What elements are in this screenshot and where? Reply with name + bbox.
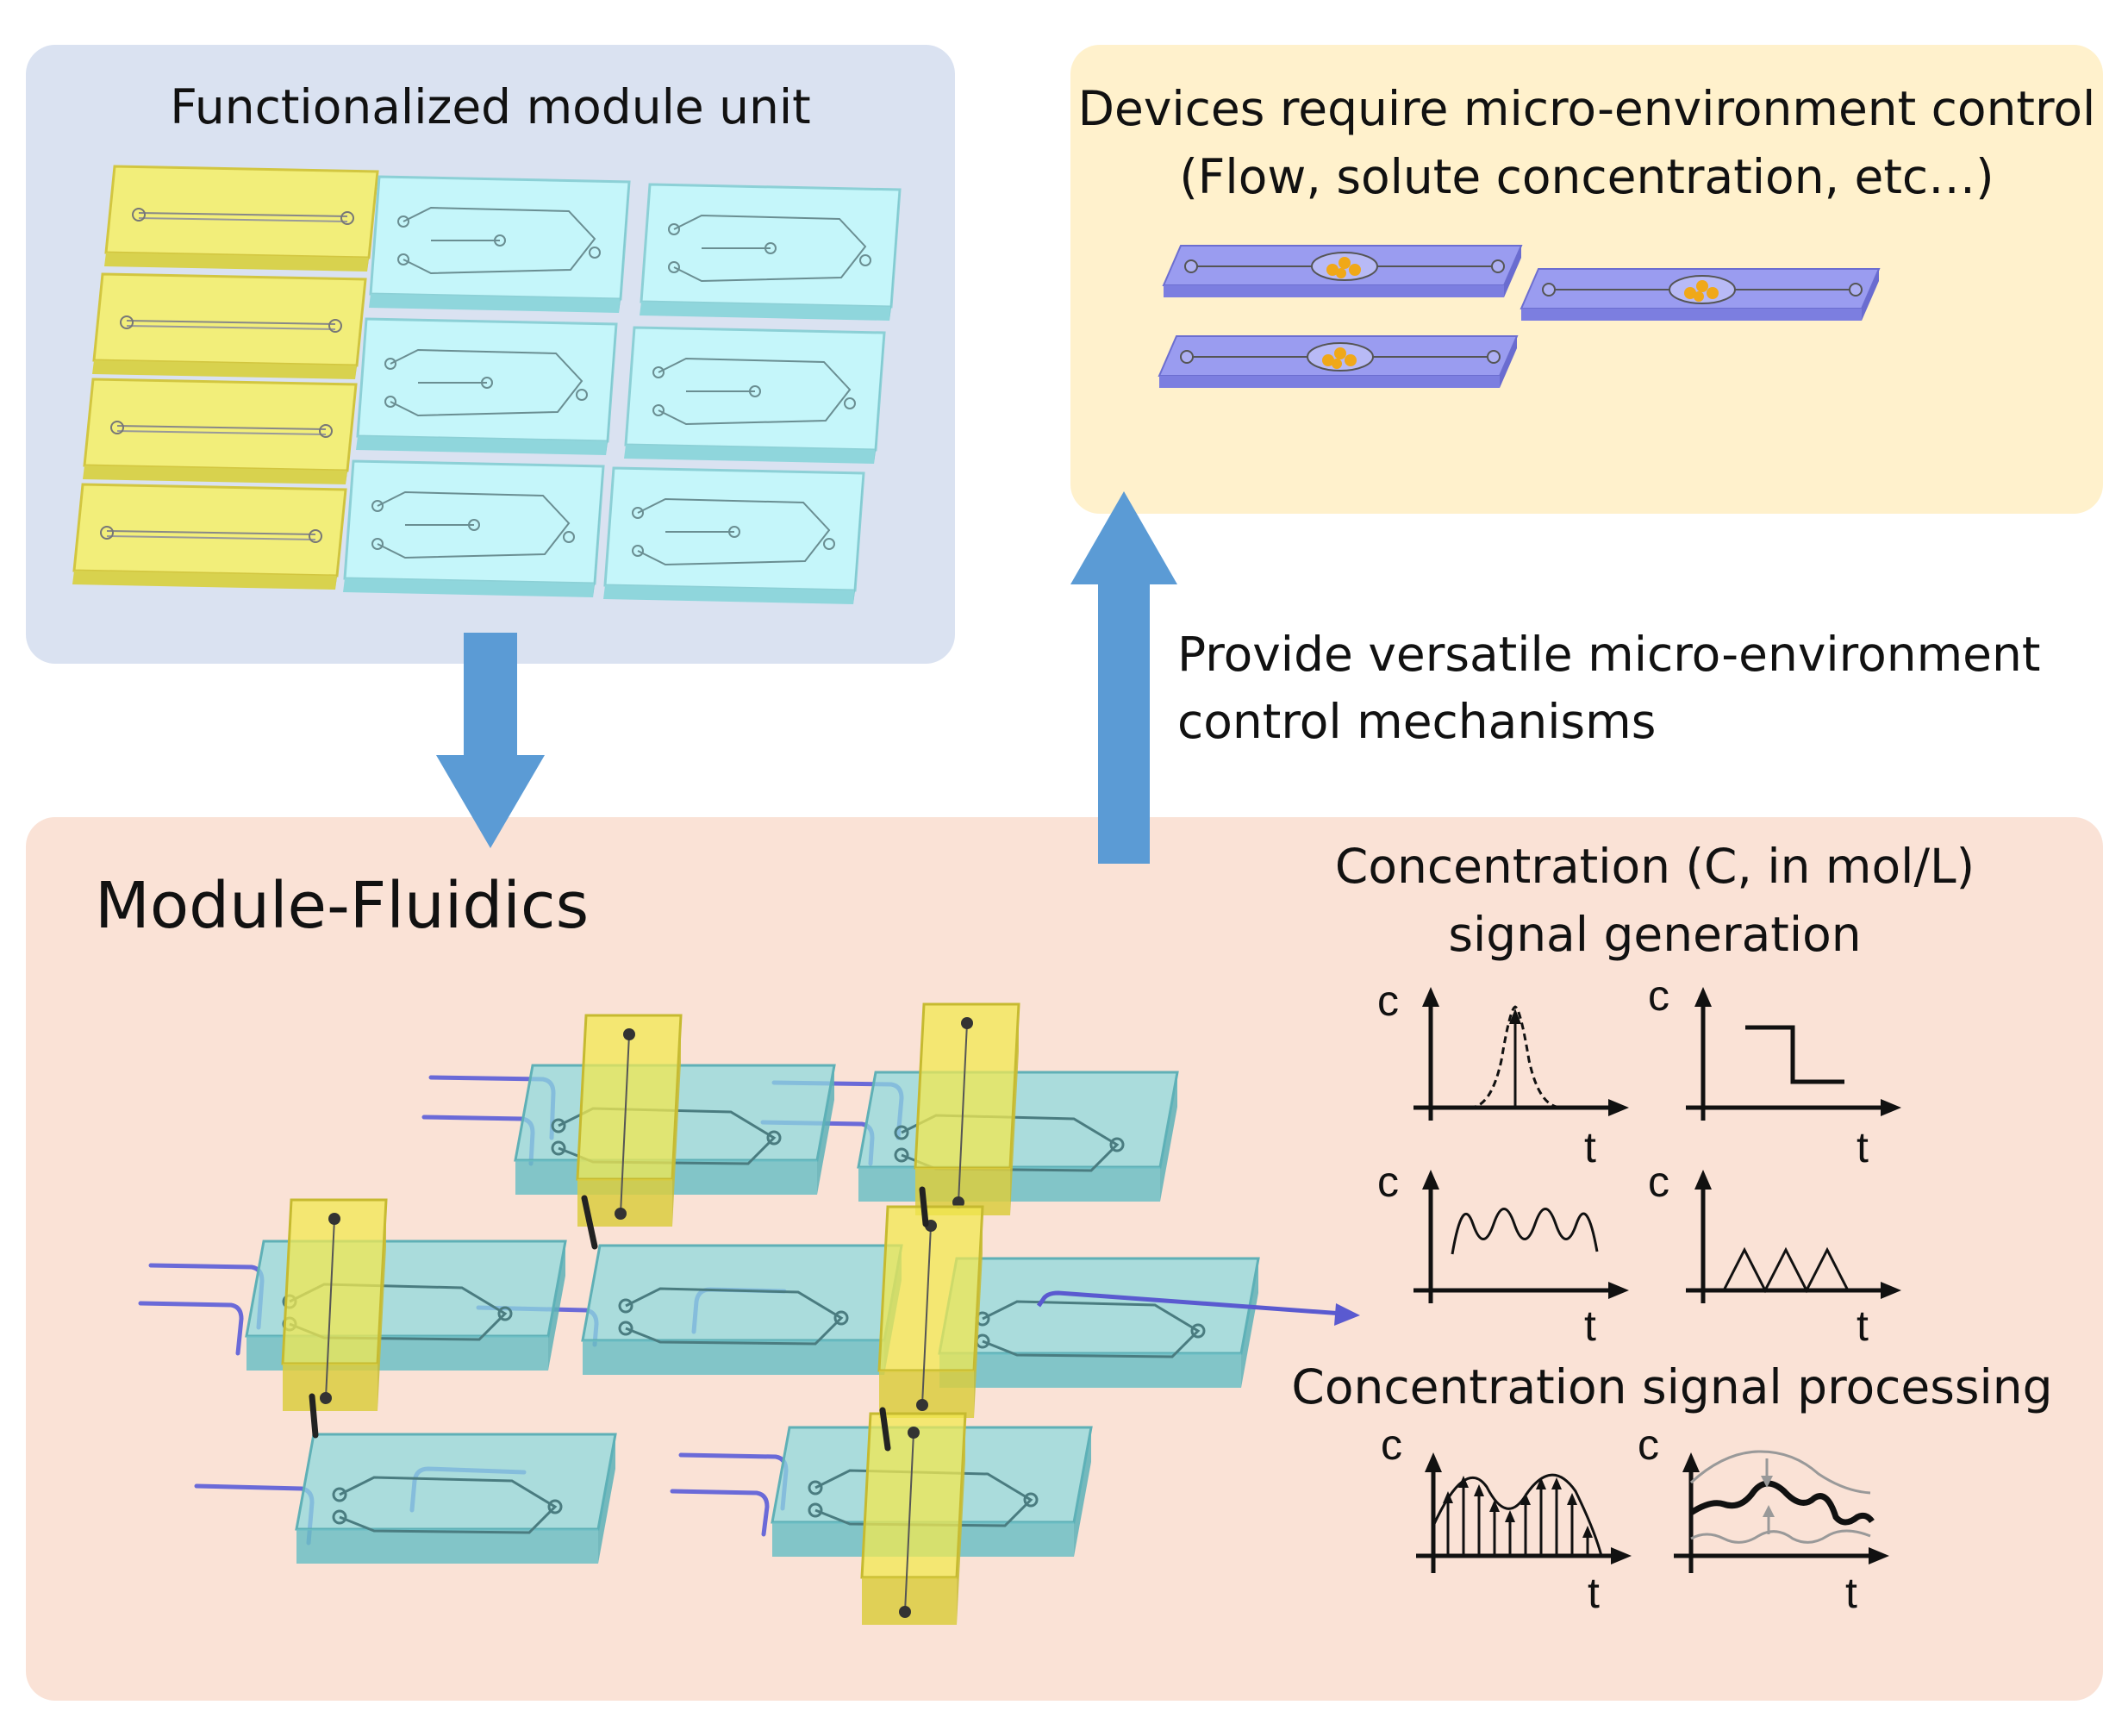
yellow-module-chip (103, 165, 379, 273)
assembly-yellow-bar (914, 1002, 1020, 1217)
device-chip (1163, 245, 1522, 298)
fluidics-assembly (138, 1002, 1360, 1627)
yellow-module-chip (71, 483, 347, 591)
axis-t-label: t (1845, 1569, 1857, 1617)
down-arrow (436, 633, 545, 848)
provide-text-line1: Provide versatile micro-environment (1177, 627, 2041, 682)
yellow-module-chip (90, 272, 367, 381)
up-arrow (1070, 491, 1177, 864)
plot-step-down (1686, 987, 1901, 1121)
axis-t-label: t (1588, 1569, 1600, 1617)
cyan-module-chip (354, 317, 618, 457)
cyan-module-chip (602, 466, 865, 606)
assembly-yellow-bar (877, 1205, 984, 1420)
assembly-chip (581, 1244, 903, 1377)
plot-bounded-signal (1674, 1450, 1889, 1573)
provide-text-line2: control mechanisms (1177, 694, 1657, 749)
module-chips-yellow (71, 165, 379, 591)
assembly-yellow-bar (576, 1014, 683, 1228)
devices-title-line2: (Flow, solute concentration, etc…) (1179, 149, 1994, 204)
assembly-yellow-bar (860, 1412, 967, 1627)
fluidics-title: Module-Fluidics (95, 869, 590, 943)
cyan-module-chip (622, 326, 886, 465)
yellow-module-chip (81, 378, 358, 486)
axis-c-label: c (1648, 971, 1669, 1020)
module-chips-cyan (341, 175, 902, 606)
plot-gaussian-pulse (1413, 987, 1629, 1121)
plot-triangle (1686, 1170, 1901, 1303)
generation-title-line2: signal generation (1448, 907, 1862, 962)
axis-c-label: c (1381, 1421, 1402, 1469)
device-chip (1520, 268, 1880, 322)
axis-t-label: t (1584, 1302, 1596, 1350)
assembly-chip (857, 1071, 1179, 1203)
device-chips (1158, 245, 1880, 389)
axis-t-label: t (1584, 1123, 1596, 1171)
assembly-yellow-bar (281, 1198, 388, 1413)
assembly-chip (938, 1257, 1260, 1389)
plot-sine (1413, 1170, 1629, 1303)
axis-t-label: t (1857, 1302, 1869, 1350)
axis-labels: c c t t c c t t c c t t (1377, 971, 1869, 1617)
generation-title-line1: Concentration (C, in mol/L) (1334, 839, 1975, 894)
modules-title: Functionalized module unit (170, 79, 811, 134)
axis-c-label: c (1648, 1158, 1669, 1206)
processing-title: Concentration signal processing (1291, 1359, 2053, 1414)
assembly-chip (295, 1433, 617, 1565)
axis-c-label: c (1377, 977, 1399, 1025)
device-chip (1158, 335, 1518, 389)
axis-c-label: c (1638, 1421, 1659, 1469)
axis-t-label: t (1857, 1123, 1869, 1171)
cyan-module-chip (341, 459, 605, 599)
cyan-module-chip (638, 183, 902, 322)
cyan-module-chip (367, 175, 631, 315)
plot-sampling (1416, 1452, 1632, 1573)
axis-c-label: c (1377, 1158, 1399, 1206)
devices-title-line1: Devices require micro-environment contro… (1077, 81, 2096, 136)
